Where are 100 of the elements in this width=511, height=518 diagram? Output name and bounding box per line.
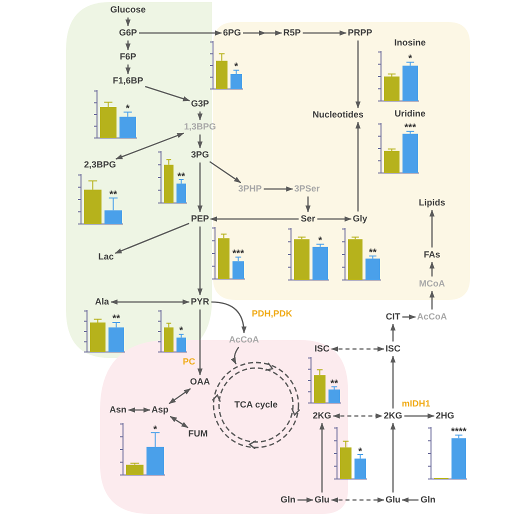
metabolite-label: Glu [314,494,330,506]
metabolite-label: G6P [119,28,137,38]
metabolite-label: PEP [191,214,209,224]
significance-stars: **** [450,428,467,435]
arrow [317,216,352,222]
double-arrow [168,388,191,404]
metabolite-label: AcCoA [417,312,447,322]
arrow [197,112,203,120]
metabolite-label: 1,3BPG [184,122,216,132]
significance-stars: * [153,425,158,432]
metabolite-label: R5P [283,28,301,38]
arrow [429,210,435,248]
metabolite-label: Glu [386,494,400,506]
arrow [390,356,396,408]
significance-stars: *** [232,250,244,257]
arrow [305,196,311,212]
metabolite-label: 6PG [223,28,241,38]
metabolite-label: PRPP [348,28,372,38]
significance-stars: * [234,62,238,70]
metabolite-label: 2,3BPG [84,160,116,170]
metabolite-label: 2KG [384,410,402,422]
double-arrow [170,416,188,428]
arrow [302,30,347,36]
significance-stars: * [408,54,412,62]
metabolite-label: 3PHP [238,184,262,194]
arrow [298,497,314,503]
arrow [125,40,131,50]
significance-stars: ** [112,314,120,322]
arrow [390,422,396,492]
metabolite-label: Gly [352,214,368,224]
metabolite-label: 3PG [191,150,209,160]
arrow [210,216,299,222]
arrow [125,18,131,26]
metabolite-label: Inosine [394,38,426,48]
arrow [264,186,294,192]
metabolite-label: Ala [95,296,109,308]
significance-stars: *** [404,124,416,131]
metabolite-label: FAs [424,250,440,260]
dashed-double-arrow [331,497,384,503]
arrow [402,497,418,503]
arrow [319,422,325,492]
metabolite-label: G3P [191,98,209,110]
significance-stars: * [358,447,362,454]
metabolite-label: ISC [314,344,330,354]
arrow [429,290,435,310]
significance-stars: * [126,104,130,112]
arrow [230,346,240,364]
cycle-ring [212,361,300,449]
significance-stars: * [179,326,184,334]
metabolite-label: CIT [386,312,400,322]
cycle-label: TCA cycle [234,400,278,410]
arrow [125,64,131,74]
arrow [402,314,416,320]
metabolite-label: AcCoA [229,334,259,346]
metabolite-label: MCoA [419,278,445,290]
arrow [390,324,396,342]
double-arrow [110,299,190,305]
arrow [197,162,203,212]
metabolite-label: F6P [120,52,136,62]
metabolite-label: ISC [386,344,400,354]
metabolite-label: Asn [110,404,126,416]
enzyme-label: mIDH1 [402,398,430,410]
dashed-double-arrow [331,346,384,352]
metabolite-label: Glucose [110,4,146,16]
metabolite-label: F1,6BP [112,76,144,86]
arrow [114,222,190,254]
metabolite-label: Gln [280,494,296,506]
metabolite-label: 2HG [436,410,454,422]
arrow [197,134,203,148]
significance-stars: ** [330,379,338,386]
metabolite-label: Lipids [418,198,446,208]
metabolite-label: Uridine [394,108,426,120]
metabolite-label: Gln [420,494,436,506]
arrow [404,413,435,419]
metabolite-label: Ser [300,214,316,224]
arrow [145,86,190,102]
arrow [197,310,203,376]
metabolite-label: FUM [188,428,208,440]
metabolite-label: OAA [190,376,210,388]
arrow [355,122,361,212]
significance-stars: ** [368,248,377,256]
metabolite-label: PYR [190,296,210,308]
double-arrow [116,132,184,160]
arrow [429,262,435,276]
metabolite-label: 2KG [312,410,332,422]
metabolite-label: Nucleotides [312,110,364,120]
metabolite-label: Asp [152,404,168,416]
arrow [139,30,222,36]
arrow [197,226,203,296]
enzyme-label: PDH,PDK [252,308,292,320]
significance-stars: * [318,236,322,244]
arrow [211,301,246,334]
double-arrow [128,407,150,413]
arrow [243,30,282,36]
significance-stars: ** [177,172,186,180]
arrow [355,40,361,108]
arrow [209,161,242,184]
metabolite-label: 3PSer [294,184,320,194]
enzyme-label: PC [182,356,196,368]
significance-stars: ** [109,190,118,198]
